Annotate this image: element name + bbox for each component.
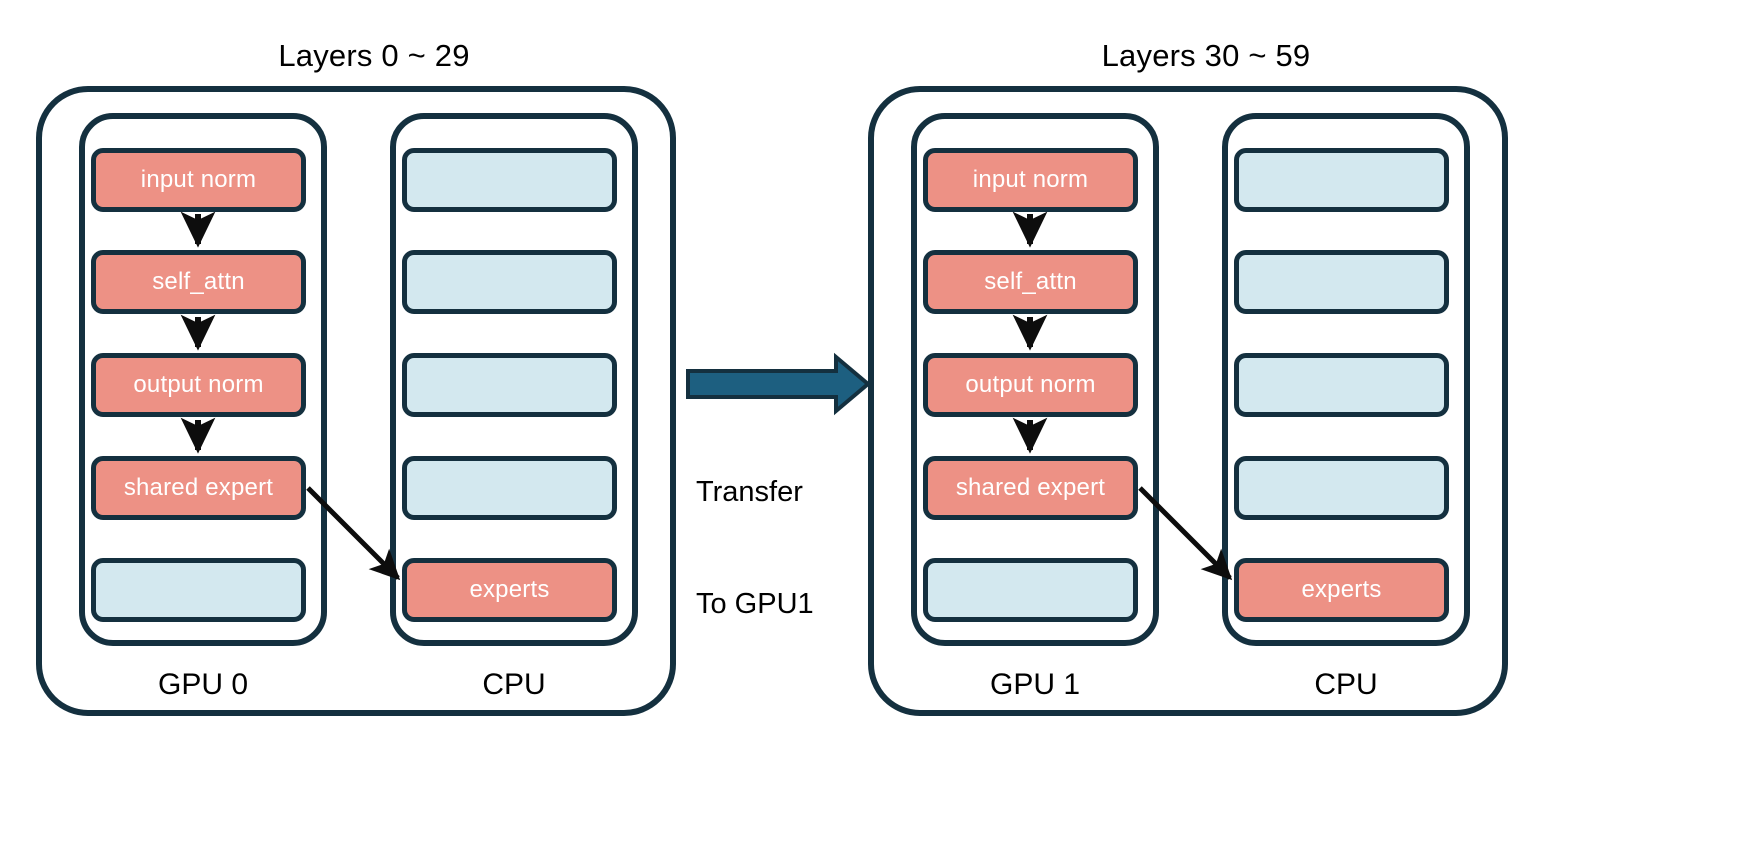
node-placeholder-cpu0-2[interactable] bbox=[402, 250, 617, 314]
node-placeholder-gpu0[interactable] bbox=[91, 558, 306, 622]
group-title-right: Layers 30 ~ 59 bbox=[1101, 38, 1311, 73]
device-label-gpu1: GPU 1 bbox=[989, 668, 1081, 701]
node-label: input norm bbox=[140, 166, 257, 193]
node-placeholder-cpu1-1[interactable] bbox=[1234, 148, 1449, 212]
node-placeholder-gpu1[interactable] bbox=[923, 558, 1138, 622]
node-placeholder-cpu1-4[interactable] bbox=[1234, 456, 1449, 520]
node-label: experts bbox=[469, 576, 550, 603]
node-label: self_attn bbox=[984, 268, 1077, 295]
transfer-caption-line1: Transfer bbox=[696, 476, 803, 509]
node-experts-cpu1[interactable]: experts bbox=[1234, 558, 1449, 622]
node-placeholder-cpu1-2[interactable] bbox=[1234, 250, 1449, 314]
node-placeholder-cpu0-4[interactable] bbox=[402, 456, 617, 520]
node-self-attn-gpu0[interactable]: self_attn bbox=[91, 250, 306, 314]
device-label-cpu0: CPU bbox=[482, 668, 546, 701]
transfer-caption: Transfer To GPU1 bbox=[696, 400, 876, 697]
node-label: shared expert bbox=[123, 474, 274, 501]
transfer-caption-line2: To GPU1 bbox=[696, 587, 814, 620]
node-input-norm-gpu1[interactable]: input norm bbox=[923, 148, 1138, 212]
node-label: self_attn bbox=[152, 268, 245, 295]
node-experts-cpu0[interactable]: experts bbox=[402, 558, 617, 622]
device-label-cpu1: CPU bbox=[1314, 668, 1378, 701]
node-input-norm-gpu0[interactable]: input norm bbox=[91, 148, 306, 212]
node-output-norm-gpu1[interactable]: output norm bbox=[923, 353, 1138, 417]
node-shared-expert-gpu0[interactable]: shared expert bbox=[91, 456, 306, 520]
group-title-left: Layers 0 ~ 29 bbox=[278, 38, 470, 73]
node-label: output norm bbox=[965, 371, 1096, 398]
node-shared-expert-gpu1[interactable]: shared expert bbox=[923, 456, 1138, 520]
node-label: input norm bbox=[972, 166, 1089, 193]
node-placeholder-cpu1-3[interactable] bbox=[1234, 353, 1449, 417]
node-label: shared expert bbox=[955, 474, 1106, 501]
node-label: experts bbox=[1301, 576, 1382, 603]
node-placeholder-cpu0-1[interactable] bbox=[402, 148, 617, 212]
node-label: output norm bbox=[133, 371, 264, 398]
node-placeholder-cpu0-3[interactable] bbox=[402, 353, 617, 417]
device-label-gpu0: GPU 0 bbox=[157, 668, 249, 701]
node-output-norm-gpu0[interactable]: output norm bbox=[91, 353, 306, 417]
node-self-attn-gpu1[interactable]: self_attn bbox=[923, 250, 1138, 314]
